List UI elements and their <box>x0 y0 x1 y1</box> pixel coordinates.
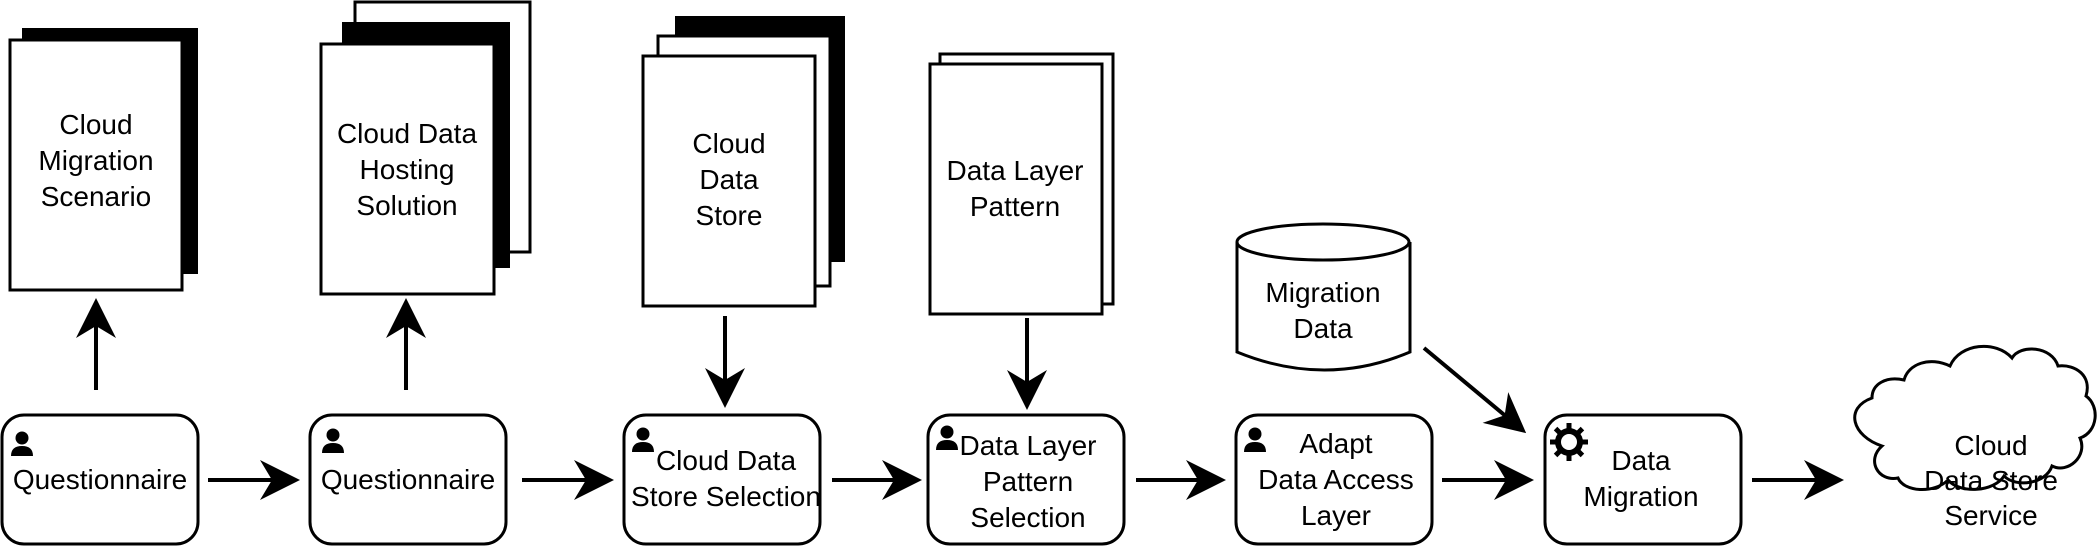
artifact-data-layer-pattern: Data Layer Pattern <box>928 52 1115 316</box>
artifact-label-line: Migration <box>38 145 153 176</box>
task-label-line: Questionnaire <box>321 464 495 495</box>
task-label-line: Questionnaire <box>13 464 187 495</box>
person-icon <box>1244 427 1266 452</box>
task-label-line: Data Layer <box>960 430 1097 461</box>
cloud-label-line: Cloud <box>1954 430 2027 461</box>
artifact-label-line: Data <box>699 164 759 195</box>
task-questionnaire-2[interactable]: Questionnaire <box>308 413 508 546</box>
artifact-label-line: Data Layer <box>947 155 1084 186</box>
task-label-line: Cloud Data <box>656 445 797 476</box>
cloud-data-store-service: Cloud Data Store Service <box>1853 344 2097 531</box>
task-label-line: Selection <box>970 502 1085 533</box>
cloud-label-line: Data Store <box>1924 465 2058 496</box>
task-questionnaire-1[interactable]: Questionnaire <box>0 413 200 546</box>
datastore-label-line: Migration <box>1265 277 1380 308</box>
task-label-line: Layer <box>1301 500 1371 531</box>
artifact-label-line: Cloud <box>59 109 132 140</box>
input-arrow <box>1422 346 1527 434</box>
cloud-label-line: Service <box>1944 500 2037 531</box>
artifact-cloud-data-hosting-solution: Cloud Data Hosting Solution <box>319 0 532 296</box>
task-label-line: Adapt <box>1299 428 1372 459</box>
person-icon <box>322 428 344 453</box>
task-label-line: Migration <box>1583 481 1698 512</box>
task-label-line: Store Selection <box>631 481 821 512</box>
artifact-label-line: Hosting <box>360 154 455 185</box>
task-label-line: Pattern <box>983 466 1073 497</box>
person-icon <box>632 427 654 452</box>
artifact-label-line: Cloud Data <box>337 118 478 149</box>
person-icon <box>936 425 958 450</box>
task-data-layer-pattern-selection[interactable]: Data Layer Pattern Selection <box>926 413 1126 546</box>
artifact-label-line: Scenario <box>41 181 152 212</box>
artifact-label-line: Solution <box>356 190 457 221</box>
artifact-label-line: Cloud <box>692 128 765 159</box>
task-adapt-data-access-layer[interactable]: Adapt Data Access Layer <box>1234 413 1434 546</box>
task-cloud-data-store-selection[interactable]: Cloud Data Store Selection <box>622 413 822 546</box>
datastore-label-line: Data <box>1293 313 1353 344</box>
task-label-line: Data <box>1611 445 1671 476</box>
person-icon <box>11 431 33 456</box>
datastore-migration-data: Migration Data <box>1235 222 1412 372</box>
artifact-label-line: Store <box>696 200 763 231</box>
artifact-cloud-migration-scenario: Cloud Migration Scenario <box>8 28 198 292</box>
artifact-cloud-data-store: Cloud Data Store <box>641 16 845 308</box>
task-data-migration[interactable]: Data Migration <box>1543 413 1743 546</box>
task-label-line: Data Access <box>1258 464 1414 495</box>
gear-icon <box>1550 423 1588 461</box>
artifact-label-line: Pattern <box>970 191 1060 222</box>
